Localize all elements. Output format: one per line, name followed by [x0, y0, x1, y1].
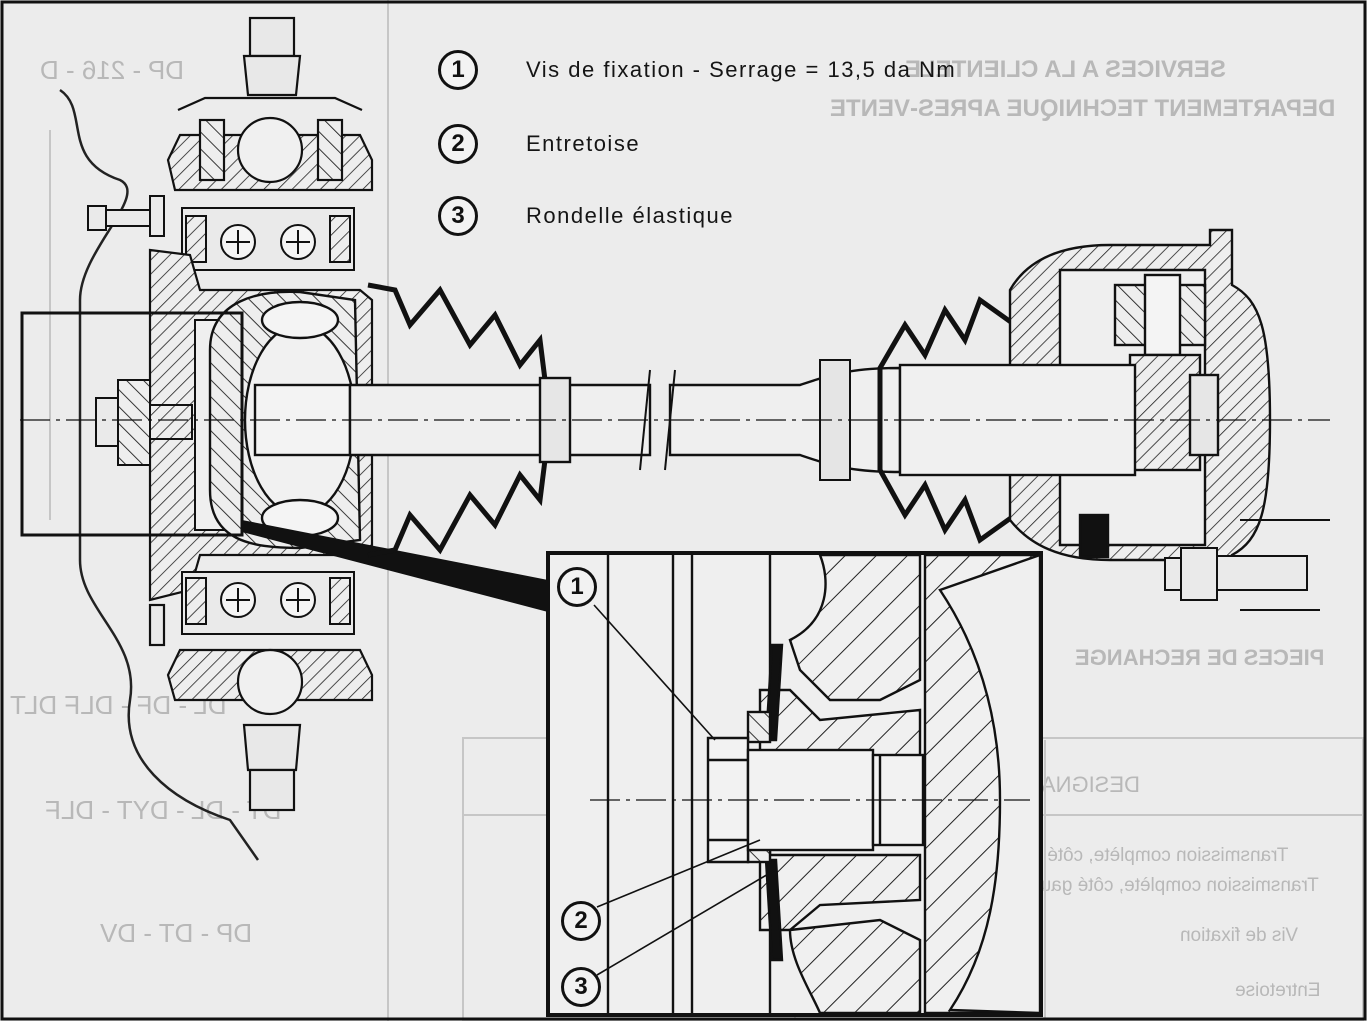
legend-item-3: 3 Rondelle élastique — [438, 194, 956, 238]
zoom-detail — [546, 551, 1043, 1017]
inner-boot — [877, 296, 1017, 544]
detail-callout-1: 1 — [557, 567, 597, 607]
legend-number-2: 2 — [438, 124, 478, 164]
legend-number-3: 3 — [438, 196, 478, 236]
detail-callout-2: 2 — [561, 901, 601, 941]
legend-label-3: Rondelle élastique — [526, 203, 735, 228]
legend: 1 Vis de fixation - Serrage = 13,5 da Nm… — [438, 48, 956, 268]
detail-marker-box — [20, 311, 244, 537]
lower-ball-joint — [148, 603, 374, 812]
detail-leader — [242, 520, 548, 612]
legend-label-1: Vis de fixation - Serrage = 13,5 da Nm — [526, 57, 957, 82]
wheel-rim-outline — [59, 88, 260, 861]
legend-number-1: 1 — [438, 50, 478, 90]
legend-label-2: Entretoise — [526, 131, 641, 156]
grease-nipple — [87, 195, 165, 237]
flange-bolt — [1164, 519, 1330, 611]
upper-bearing — [181, 207, 355, 271]
legend-item-1: 1 Vis de fixation - Serrage = 13,5 da Nm — [438, 48, 956, 92]
detail-callout-3: 3 — [561, 967, 601, 1007]
legend-item-2: 2 Entretoise — [438, 122, 956, 166]
lower-bearing — [181, 571, 355, 635]
hub-nut — [95, 379, 193, 466]
upper-ball-joint — [166, 16, 374, 192]
inner-joint-housing — [898, 228, 1272, 562]
